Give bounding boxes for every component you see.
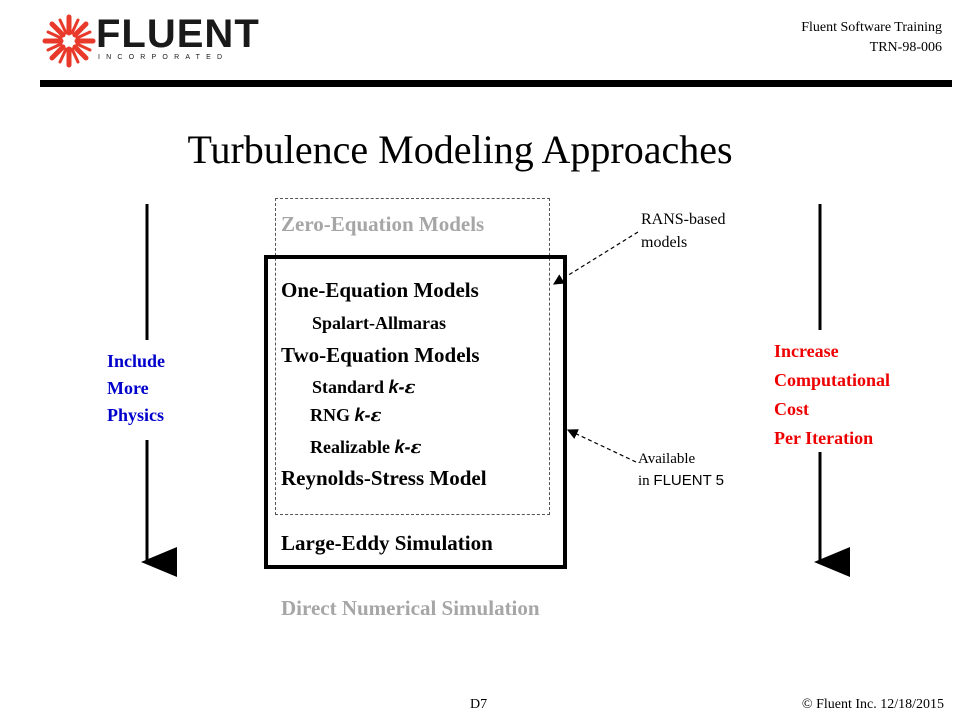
epsilon-symbol: ε xyxy=(404,377,416,398)
zero-equation-models: Zero-Equation Models xyxy=(281,212,485,236)
annotation-line: models xyxy=(641,234,688,251)
two-equation-models: Two-Equation Models xyxy=(281,343,480,367)
label-line: Include xyxy=(107,351,166,371)
spalart-allmaras: Spalart-Allmaras xyxy=(312,313,446,333)
available-prefix: in xyxy=(638,473,654,489)
annotation-line: Available xyxy=(638,451,696,467)
annotation-line: in FLUENT 5 xyxy=(638,470,724,492)
document-code: TRN-98-006 xyxy=(869,40,942,55)
label-line: Physics xyxy=(107,405,165,425)
dash: - xyxy=(364,405,371,425)
label-line: Increase xyxy=(774,341,839,361)
one-equation-models: One-Equation Models xyxy=(281,278,479,302)
dash: - xyxy=(398,377,405,397)
realizable-label: Realizable xyxy=(310,437,395,457)
dash: - xyxy=(404,437,411,457)
label-line: Per Iteration xyxy=(774,428,874,448)
product-name: FLUENT 5 xyxy=(653,472,724,489)
page-number: D7 xyxy=(470,697,488,712)
direct-numerical-simulation: Direct Numerical Simulation xyxy=(281,596,540,620)
k-symbol: k xyxy=(394,437,405,457)
fluent5-models-box xyxy=(264,255,567,569)
reynolds-stress-model: Reynolds-Stress Model xyxy=(281,466,487,490)
large-eddy-simulation: Large-Eddy Simulation xyxy=(281,531,493,555)
include-more-physics-label: Include More Physics xyxy=(107,348,165,429)
label-line: Computational xyxy=(774,370,891,390)
fluent-logo-mark xyxy=(42,14,96,68)
available-fluent5-annotation: Available in FLUENT 5 xyxy=(638,448,724,492)
header-rule xyxy=(40,80,952,87)
k-symbol: k xyxy=(388,377,399,397)
copyright-text: Fluent Inc. 12/18/2015 xyxy=(812,697,944,712)
copyright-notice: © Fluent Inc. 12/18/2015 xyxy=(802,697,944,713)
rng-k-epsilon: RNG k-ε xyxy=(310,405,381,426)
standard-k-epsilon: Standard k-ε xyxy=(312,377,416,398)
rng-label: RNG xyxy=(310,405,355,425)
slide-title: Turbulence Modeling Approaches xyxy=(187,127,733,172)
rans-models-box xyxy=(275,198,550,515)
training-label: Fluent Software Training xyxy=(801,20,942,35)
rans-based-annotation: RANS-based models xyxy=(641,208,725,254)
annotation-line: RANS-based xyxy=(641,211,726,228)
logo-subtext: INCORPORATED xyxy=(98,54,229,61)
standard-label: Standard xyxy=(312,377,389,397)
realizable-k-epsilon: Realizable k-ε xyxy=(310,437,421,458)
epsilon-symbol: ε xyxy=(370,405,382,426)
k-symbol: k xyxy=(354,405,365,425)
available-pointer-arrow xyxy=(566,429,637,463)
epsilon-symbol: ε xyxy=(410,437,422,458)
logo-wordmark: FLUENT xyxy=(96,12,260,56)
label-line: Cost xyxy=(774,399,809,419)
label-line: More xyxy=(107,378,149,398)
increase-cost-label: Increase Computational Cost Per Iteratio… xyxy=(774,337,890,453)
copyright-icon: © xyxy=(801,697,813,712)
